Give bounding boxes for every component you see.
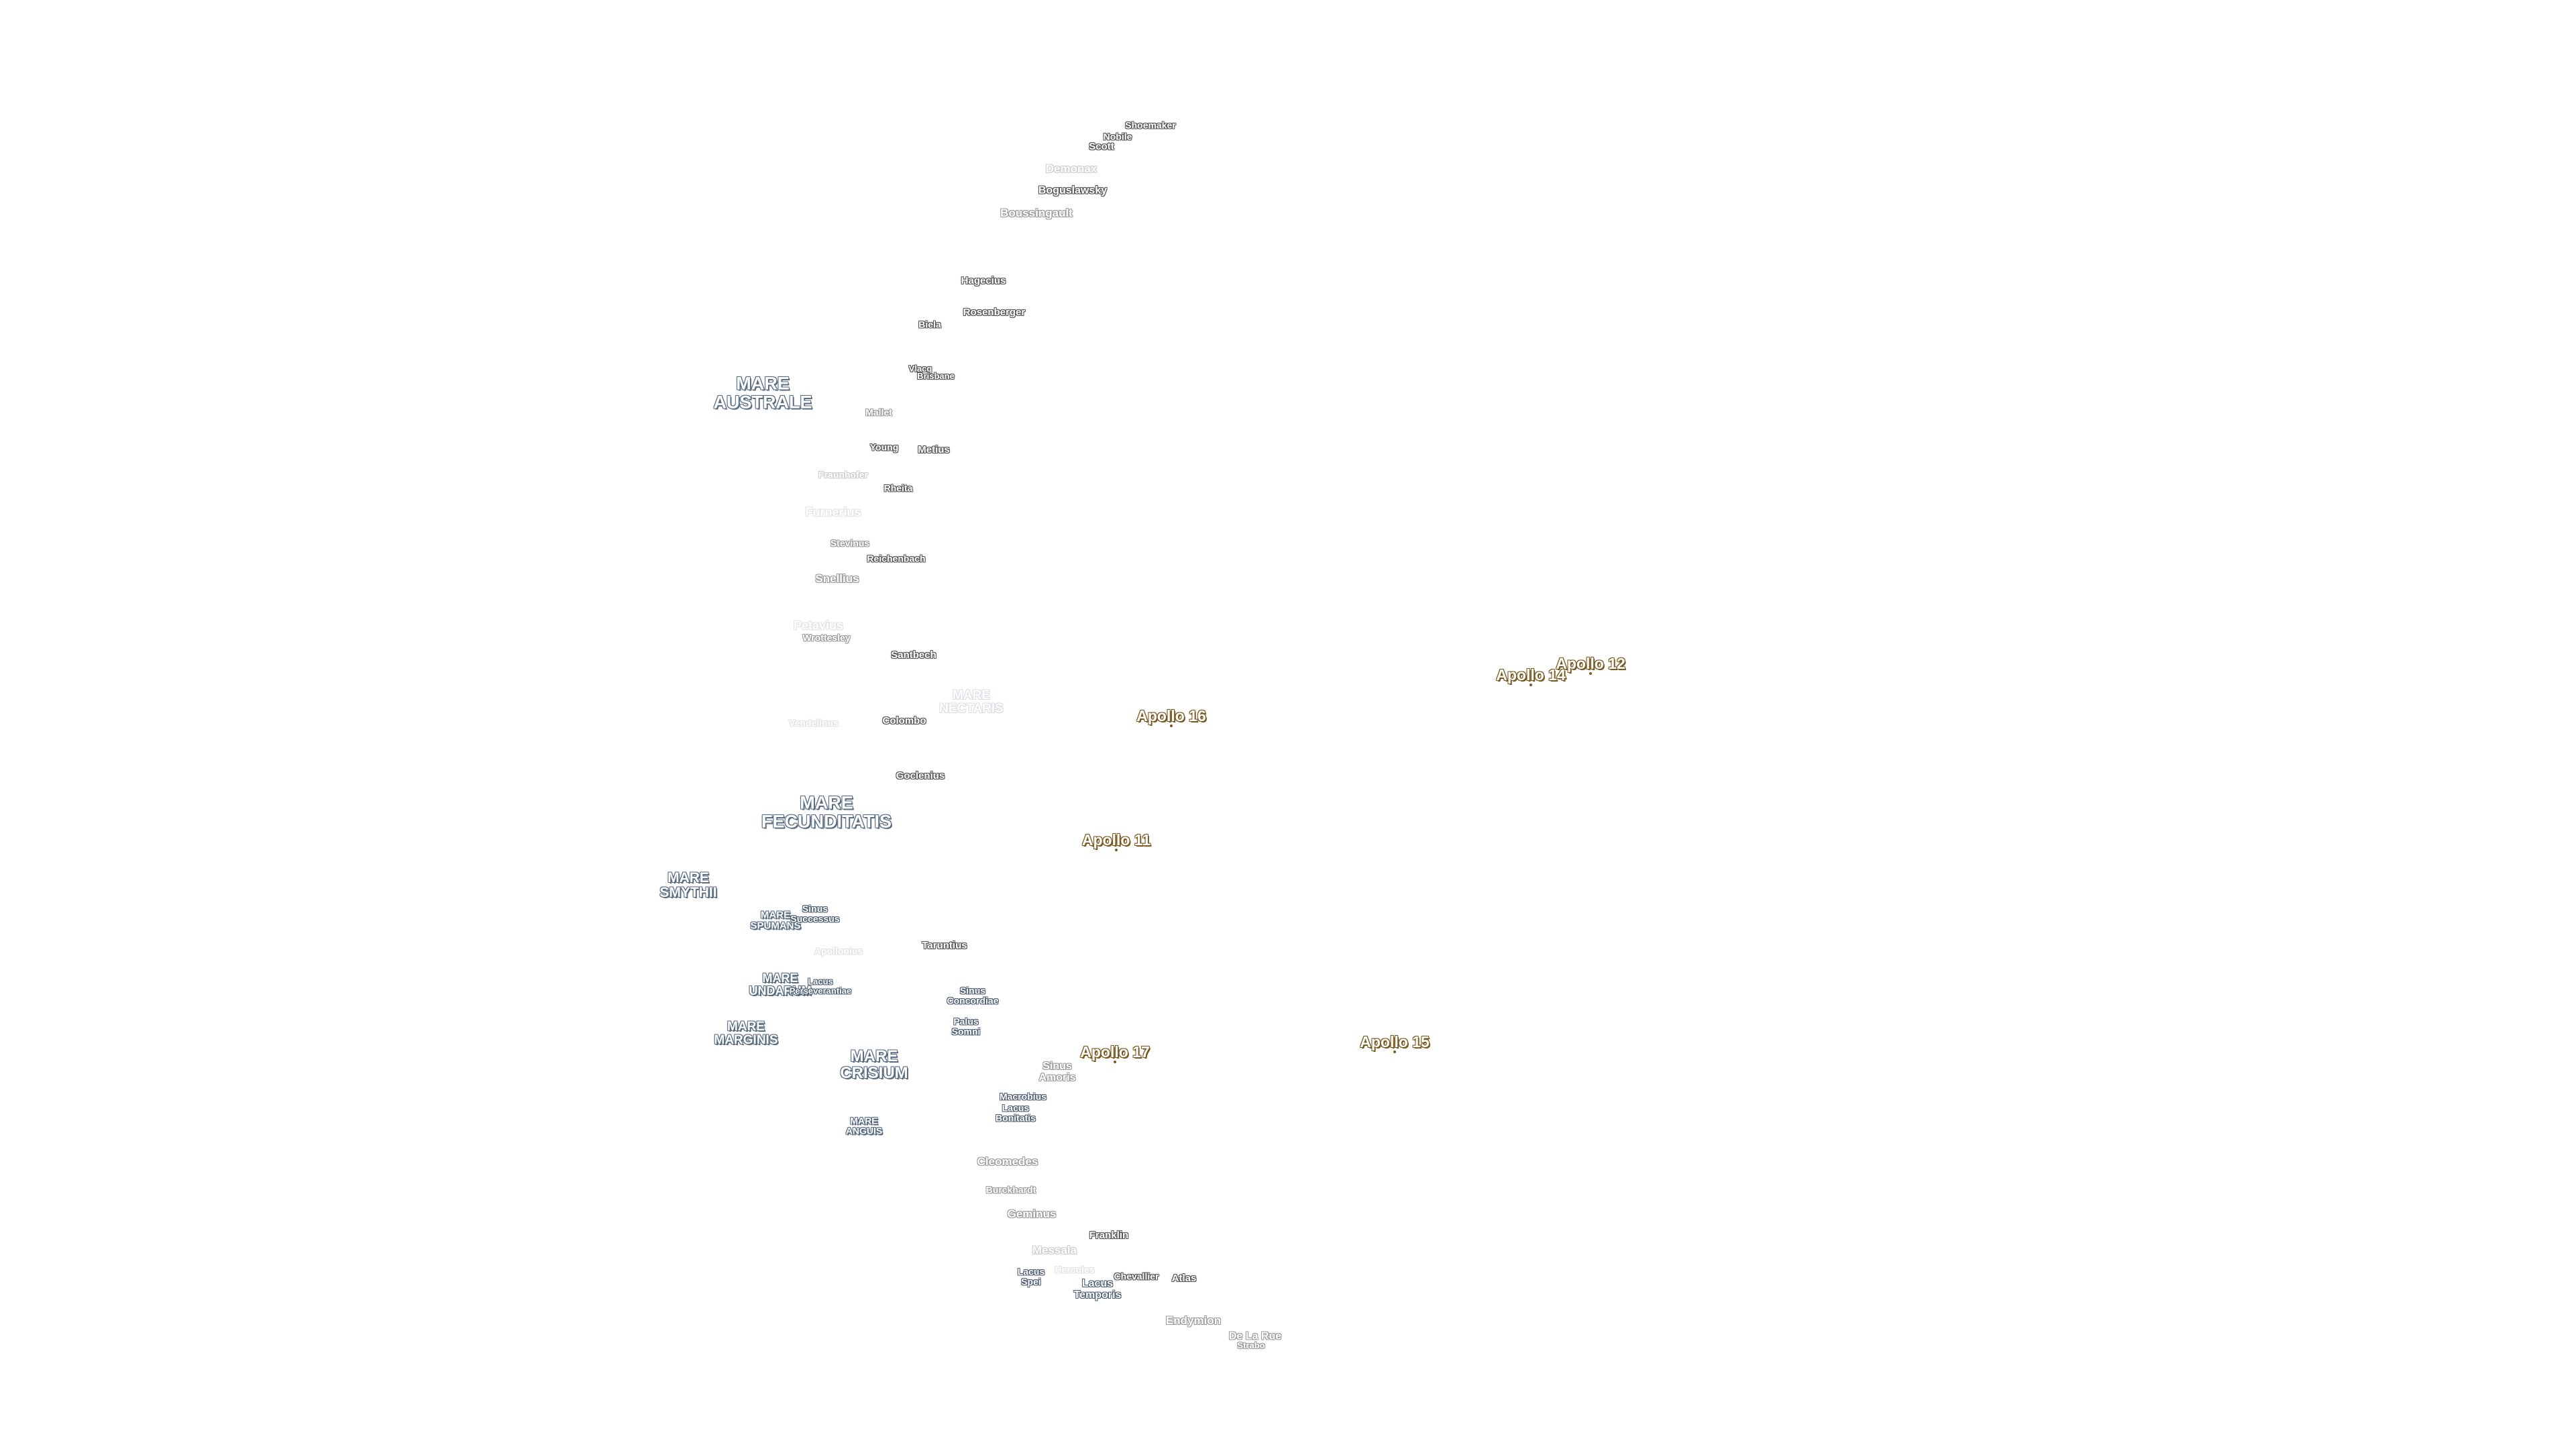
crater-label-vlacq: Vlacq [908, 364, 932, 374]
crater-label-rheita: Rheita [883, 482, 913, 494]
feature-label-lacus-spei: Lacus Spei [1017, 1266, 1045, 1287]
feature-label-macrobius: Macrobius [999, 1091, 1047, 1102]
crater-label-endymion: Endymion [1165, 1314, 1222, 1328]
apollo-16-marker[interactable] [1170, 724, 1173, 727]
crater-label-vendelinus: Vendelinus [789, 717, 839, 729]
apollo-17-label[interactable]: Apollo 17 [1080, 1042, 1150, 1061]
crater-label-stevinus: Stevinus [830, 537, 870, 549]
crater-label-chevallier: Chevallier [1114, 1271, 1159, 1282]
crater-label-brisbane: Brisbane [917, 371, 955, 382]
mare-label-nectaris: MARE NECTARIS [939, 688, 1004, 716]
crater-label-burckhardt: Burckhardt [985, 1184, 1036, 1195]
feature-label-lacus-perseverantiae: Lacus Perseverantiae [789, 976, 852, 996]
crater-label-de-la-rue: De La Rue [1228, 1330, 1282, 1342]
feature-label-palus-somni: Palus Somni [951, 1016, 981, 1036]
feature-label-sinus-amoris: Sinus Amoris [1038, 1061, 1076, 1083]
crater-label-nobile: Nobile [1103, 131, 1132, 142]
feature-label-sinus-successus: Sinus Successus [790, 903, 840, 924]
crater-label-apollonius: Apollonius [814, 945, 863, 957]
crater-label-hercules: Hercules [1055, 1264, 1095, 1275]
crater-label-fraunhofer: Fraunhofer [818, 469, 868, 480]
crater-label-strabo: Strabo [1237, 1340, 1265, 1351]
crater-label-wrottesley: Wrottesley [802, 632, 851, 643]
crater-label-snellius: Snellius [815, 572, 859, 586]
apollo-12-label[interactable]: Apollo 12 [1556, 654, 1625, 672]
crater-label-franklin: Franklin [1089, 1230, 1129, 1242]
crater-label-furnerius: Furnerius [805, 505, 861, 519]
apollo-15-marker[interactable] [1393, 1051, 1396, 1053]
crater-label-santbech: Santbech [891, 649, 936, 661]
mare-label-australe: MARE AUSTRALE [713, 373, 812, 413]
crater-label-taruntius: Taruntius [922, 940, 967, 952]
apollo-16-label[interactable]: Apollo 16 [1136, 706, 1206, 724]
apollo-14-label[interactable]: Apollo 14 [1496, 665, 1566, 684]
crater-label-petavius: Petavius [793, 619, 844, 633]
crater-label-geminus: Geminus [1007, 1208, 1057, 1221]
mare-label-crisium: MARE CRISIUM [840, 1046, 908, 1082]
apollo-14-marker[interactable] [1529, 684, 1532, 686]
crater-label-demonax: Demonax [1045, 162, 1097, 176]
crater-label-reichenbach: Reichenbach [867, 553, 926, 564]
apollo-12-marker[interactable] [1589, 672, 1592, 675]
crater-label-rosenberger: Rosenberger [963, 307, 1026, 319]
apollo-15-label[interactable]: Apollo 15 [1360, 1032, 1430, 1051]
crater-label-metius: Metius [918, 444, 950, 456]
crater-label-biela: Biela [918, 319, 941, 330]
mare-label-undarum: MARE UNDARUM [749, 971, 812, 998]
mare-label-fecunditatis: MARE FECUNDITATIS [761, 792, 892, 832]
crater-label-shoemaker: Shoemaker [1125, 119, 1176, 131]
crater-label-messala: Messala [1032, 1244, 1077, 1257]
crater-label-boguslawsky: Boguslawsky [1038, 184, 1108, 197]
crater-label-colombo: Colombo [882, 715, 926, 727]
crater-label-atlas: Atlas [1171, 1273, 1197, 1285]
feature-label-sinus-concordiae: Sinus Concordiae [947, 985, 999, 1006]
crater-label-cleomedes: Cleomedes [977, 1155, 1038, 1169]
crater-label-young: Young [869, 441, 899, 453]
mare-label-marginis: MARE MARGINIS [714, 1020, 778, 1047]
crater-label-boussingault: Boussingault [1000, 207, 1073, 220]
feature-label-lacus-bonitatis: Lacus Bonitatis [996, 1102, 1036, 1123]
apollo-11-label[interactable]: Apollo 11 [1081, 830, 1151, 849]
mare-label-smythii: MARE SMYTHII [659, 869, 717, 900]
crater-label-goclenius: Goclenius [896, 770, 945, 782]
crater-label-mallet: Mallet [865, 407, 892, 418]
crater-label-scott: Scott [1089, 141, 1114, 153]
apollo-11-marker[interactable] [1115, 849, 1118, 851]
mare-label-spumans: MARE SPUMANS [750, 909, 801, 931]
feature-label-lacus-temporis: Lacus Temporis [1073, 1278, 1122, 1301]
crater-label-hagecius: Hagecius [961, 275, 1006, 287]
apollo-17-marker[interactable] [1114, 1061, 1116, 1063]
mare-label-anguis: MARE ANGUIS [845, 1115, 883, 1136]
